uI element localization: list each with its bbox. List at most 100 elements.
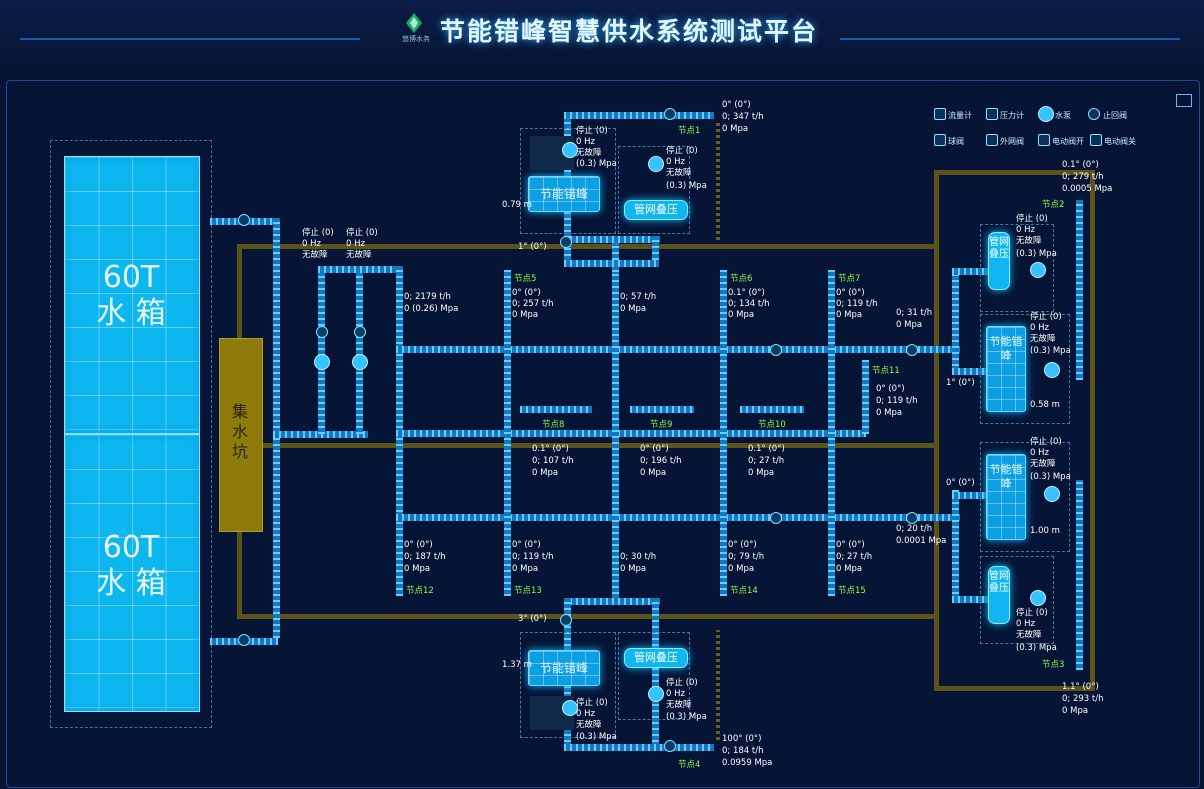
pipe xyxy=(952,268,992,275)
booster-hz: 0 Hz xyxy=(666,157,685,167)
return-pipe xyxy=(934,170,1094,175)
pipe xyxy=(952,596,992,603)
legend-label: 止回阀 xyxy=(1103,111,1127,120)
pump-hz: 0 Hz xyxy=(576,137,595,147)
node10-label[interactable]: 节点10 xyxy=(758,420,786,430)
pump-icon[interactable] xyxy=(562,142,578,158)
node12-angle: 0° (0°) xyxy=(404,540,433,550)
sump-pit-label: 集 水 坑 xyxy=(231,402,248,461)
flowmeter-icon xyxy=(934,108,946,120)
booster-status: 停止 (0) xyxy=(666,146,698,156)
booster-fault: 无故障 xyxy=(666,168,692,178)
node2-angle: 0.1° (0°) xyxy=(1062,160,1099,170)
pipe xyxy=(564,236,660,243)
node3-pressure: 0 Mpa xyxy=(1062,706,1089,716)
booster-status: 停止 (0) xyxy=(1016,214,1048,224)
pump-pressure: (0.3) Mpa xyxy=(576,732,617,742)
node8-label[interactable]: 节点8 xyxy=(542,420,565,430)
valve-icon[interactable] xyxy=(238,634,250,646)
sump-pit xyxy=(219,338,263,532)
valve-angle: 3° (0°) xyxy=(518,614,547,624)
pipe xyxy=(952,368,992,375)
tank-label: 60T 水 箱 xyxy=(96,530,166,601)
pump-icon[interactable] xyxy=(562,700,578,716)
node15-label[interactable]: 节点15 xyxy=(838,586,866,596)
booster-status: 停止 (0) xyxy=(666,678,698,688)
pipe xyxy=(740,406,804,413)
pump-icon[interactable] xyxy=(1030,262,1046,278)
valve-icon[interactable] xyxy=(354,326,366,338)
node7-pressure: 0 Mpa xyxy=(836,310,863,320)
booster-pressure: (0.3) Mpa xyxy=(1016,249,1057,259)
node1-angle: 0° (0°) xyxy=(722,100,751,110)
node15-pressure: 0 Mpa xyxy=(836,564,863,574)
node14-label[interactable]: 节点14 xyxy=(730,586,758,596)
valve-icon[interactable] xyxy=(560,236,572,248)
check-valve-icon xyxy=(1088,108,1100,120)
valve-icon[interactable] xyxy=(906,344,918,356)
valve-icon[interactable] xyxy=(238,214,250,226)
valve-icon[interactable] xyxy=(770,512,782,524)
node15-angle: 0° (0°) xyxy=(836,540,865,550)
return-pipe xyxy=(1090,170,1095,691)
meter-flow: 0; 30 t/h xyxy=(620,552,657,562)
meter-flow: 0; 20 t/h xyxy=(896,524,933,534)
node13-label[interactable]: 节点13 xyxy=(514,586,542,596)
node13-flow: 0; 119 t/h xyxy=(512,552,554,562)
meter-flow: 0; 31 t/h xyxy=(896,308,933,318)
return-stripe xyxy=(716,120,720,240)
pipe xyxy=(862,360,869,434)
valve-icon[interactable] xyxy=(664,108,676,120)
meter-pressure: 0 Mpa xyxy=(620,304,647,314)
node3-angle: 1.1° (0°) xyxy=(1062,682,1099,692)
valve-icon[interactable] xyxy=(560,614,572,626)
pump-icon[interactable] xyxy=(314,354,330,370)
pump-icon xyxy=(1038,106,1054,122)
page-title: 节能错峰智慧供水系统测试平台 xyxy=(440,17,819,46)
node6-pressure: 0 Mpa xyxy=(728,310,755,320)
node2-label[interactable]: 节点2 xyxy=(1042,200,1065,210)
pump-fault: 无故障 xyxy=(576,148,602,158)
valve-icon[interactable] xyxy=(770,344,782,356)
pump-icon[interactable] xyxy=(1044,486,1060,502)
node6-label[interactable]: 节点6 xyxy=(730,274,753,284)
node4-label[interactable]: 节点4 xyxy=(678,760,701,770)
valve-angle: 0° (0°) xyxy=(946,478,975,488)
legend-label: 流量计 xyxy=(948,111,972,120)
right-booster-box xyxy=(980,556,1054,644)
node11-label[interactable]: 节点11 xyxy=(872,366,900,376)
node3-label[interactable]: 节点3 xyxy=(1042,660,1065,670)
tank-level: 1.37 m xyxy=(502,660,532,670)
tank-outline xyxy=(50,140,212,728)
pump-hz: 0 Hz xyxy=(576,709,595,719)
valve-icon[interactable] xyxy=(664,740,676,752)
node5-pressure: 0 Mpa xyxy=(512,310,539,320)
node5-label[interactable]: 节点5 xyxy=(514,274,537,284)
legend-label: 电动阀开 xyxy=(1052,137,1084,146)
logo-text: 悠博水务 xyxy=(402,35,430,43)
booster-top: 管网叠压 xyxy=(624,200,688,220)
booster-pressure: (0.3) Mpa xyxy=(666,181,707,191)
node1-label[interactable]: 节点1 xyxy=(678,126,701,136)
valve-icon[interactable] xyxy=(906,512,918,524)
node2-flow: 0; 279 t/h xyxy=(1062,172,1104,182)
pressure-gauge-icon xyxy=(986,108,998,120)
valve-icon[interactable] xyxy=(316,326,328,338)
pump-icon[interactable] xyxy=(648,686,664,702)
pipe xyxy=(396,346,936,353)
pump-icon[interactable] xyxy=(1044,362,1060,378)
valve-angle: 1° (0°) xyxy=(946,378,975,388)
node9-label[interactable]: 节点9 xyxy=(650,420,673,430)
booster-pressure: (0.3) Mpa xyxy=(666,712,707,722)
bottom-booster-box xyxy=(618,632,690,720)
pump-icon[interactable] xyxy=(352,354,368,370)
pipe xyxy=(273,431,368,438)
node7-label[interactable]: 节点7 xyxy=(838,274,861,284)
node1-pressure: 0 Mpa xyxy=(722,124,749,134)
pump-icon[interactable] xyxy=(1030,590,1046,606)
node5-flow: 0; 257 t/h xyxy=(512,299,554,309)
expand-icon[interactable] xyxy=(1176,94,1192,107)
node12-label[interactable]: 节点12 xyxy=(406,586,434,596)
meter-pressure: 0 Mpa xyxy=(896,320,923,330)
pump-icon[interactable] xyxy=(648,156,664,172)
